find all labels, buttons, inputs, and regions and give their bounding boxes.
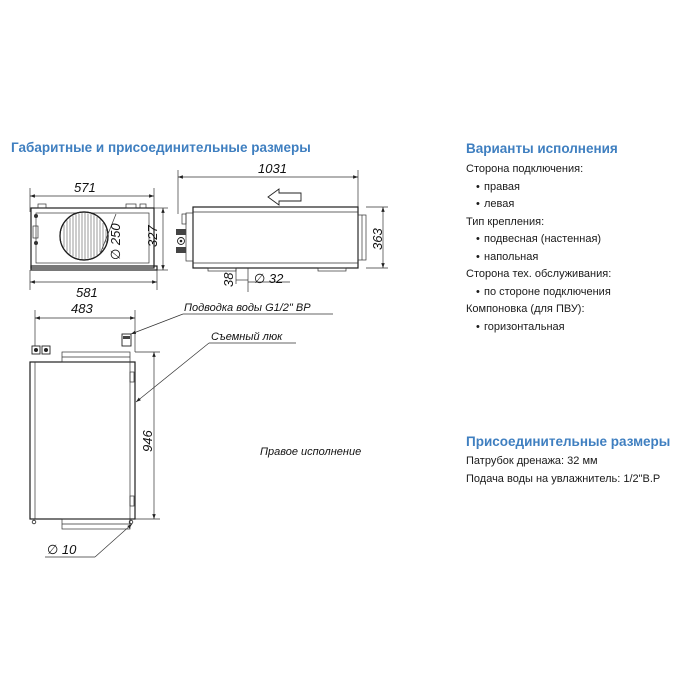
side-height-label: 363 [370, 228, 385, 250]
dimension-drawing: ∅ 250 327 571 581 1031 [29, 161, 388, 558]
airflow-arrow-icon [267, 188, 302, 206]
drain-diameter-label: ∅ 32 [254, 271, 284, 286]
variant-heading: Сторона тех. обслуживания: [466, 268, 612, 280]
connection-spec: Подача воды на увлажнитель: 1/2"В.Р [466, 472, 661, 485]
variant-option: напольная [466, 249, 611, 267]
connections-list: Патрубок дренажа: 32 мм Подача воды на ув… [466, 453, 660, 488]
variant-option: правая [466, 179, 611, 197]
hole-diameter-label: ∅ 10 [47, 542, 77, 557]
variant-option: горизонтальная [466, 319, 611, 337]
fan-diameter-label: ∅ 250 [108, 223, 123, 260]
variant-option: по стороне подключения [466, 284, 611, 302]
water-supply-note: Подводка воды G1/2" ВР [184, 302, 311, 314]
dimensions-title: Габаритные и присоединительные размеры [11, 140, 311, 155]
variant-heading: Сторона подключения: [466, 163, 584, 175]
side-housing [192, 206, 359, 269]
side-length-label: 1031 [258, 161, 287, 176]
top-length-label: 946 [140, 430, 155, 452]
top-housing [29, 361, 136, 520]
connections-title: Присоединительные размеры [466, 434, 671, 449]
right-version-note: Правое исполнение [260, 446, 361, 458]
front-base-width-label: 581 [76, 285, 98, 300]
variants-title: Варианты исполнения [466, 141, 618, 156]
variants-list: Сторона подключения: праваялеваяТип крепл… [466, 161, 611, 336]
front-width-label: 571 [74, 180, 96, 195]
variant-option: левая [466, 196, 611, 214]
connection-fitting-icon [177, 237, 185, 245]
top-width-label: 483 [71, 301, 93, 316]
variant-option: подвесная (настенная) [466, 231, 611, 249]
removable-hatch-note: Съемный люк [211, 331, 283, 343]
connection-spec: Патрубок дренажа: 32 мм [466, 455, 598, 467]
variant-heading: Компоновка (для ПВУ): [466, 303, 585, 315]
front-height-label: 327 [145, 225, 160, 247]
variant-heading: Тип крепления: [466, 215, 545, 228]
side-view: 1031 363 38 ∅ 32 [176, 161, 388, 292]
drain-offset-label: 38 [221, 272, 236, 287]
diagram-notes: Подводка воды G1/2" ВР Съемный люк Право… [130, 302, 361, 458]
top-view: 483 946 ∅ 10 [29, 301, 160, 558]
front-view: ∅ 250 327 571 581 [29, 180, 168, 300]
front-housing [30, 207, 155, 269]
